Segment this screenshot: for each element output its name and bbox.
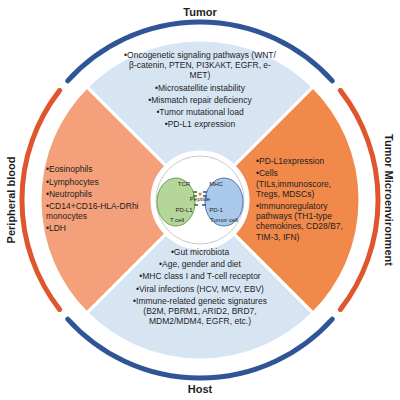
bullet-item: •Cells (TILs,immunoscore, Tregs, MDSCs) (256, 168, 354, 199)
bullet-item: •Microsatellite instability (122, 83, 278, 93)
panel-text: •Gut microbiota •Age, gender and diet •MHC… (122, 247, 278, 353)
bullet-item: •Gut microbiota (122, 247, 278, 257)
center-circle (156, 156, 244, 244)
tcr-symbol (193, 192, 197, 196)
molecule-label: PD-1 (209, 207, 223, 213)
tumor-cell-symbol (205, 178, 243, 226)
pd-1-symbol (202, 204, 206, 206)
bullet-item: •Oncogenetic signaling pathways (WNT/β-c… (122, 50, 278, 81)
cell-label: Tumor cell (210, 217, 238, 223)
bullet-item: •Viral infections (HCV, MCV, EBV) (122, 284, 278, 294)
bullet-item: •Immune-related genetic signatures (B2M,… (122, 296, 278, 327)
bullet-item: •Tumor mutational load (122, 107, 278, 117)
bullet-item: •CD14+CD16-HLA-DRhi monocytes (46, 201, 146, 221)
bullet-item: •PD-L1 expression (122, 119, 278, 129)
host-panel: •Gut microbiota •Age, gender and diet •MHC… (86, 230, 314, 362)
panel-text: •Eosinophils •Lymphocytes •Neutrophils •CD1… (46, 120, 146, 280)
bullet-item: •Eosinophils (46, 164, 146, 174)
bullet-item: •PD-L1expression (256, 156, 354, 166)
molecule-label: PD-L1 (175, 207, 192, 213)
panel-sector (87, 234, 313, 360)
section-title: Peripheral blood (5, 157, 17, 244)
cell-label: T cell (170, 217, 184, 223)
molecule-label: MHC (209, 181, 223, 187)
panel-text: •PD-L1expression •Cells (TILs,immunoscore… (256, 120, 354, 280)
bullet-item: •Mismatch repair deficiency (122, 95, 278, 105)
bullet-item: •Immunoregulatory pathways (TH1-type che… (256, 201, 354, 242)
mhc-symbol (203, 192, 207, 196)
bullet-item: •Lymphocytes (46, 177, 146, 187)
peptide-symbol (198, 192, 201, 195)
bullet-item: •MHC class I and T-cell receptor (122, 271, 278, 281)
molecule-label: Peptide (190, 196, 210, 202)
section-title: Tumor (183, 6, 216, 18)
bullet-item: •Age, gender and diet (122, 259, 278, 269)
bullet-item: •LDH (46, 223, 146, 233)
bullet-item: •Neutrophils (46, 189, 146, 199)
molecule-label: TCR (178, 181, 190, 187)
section-title: Tumor Microenvironment (383, 134, 395, 266)
pd-l1-symbol (194, 204, 198, 206)
t-cell-symbol (157, 178, 195, 226)
section-title: Host (188, 383, 212, 395)
